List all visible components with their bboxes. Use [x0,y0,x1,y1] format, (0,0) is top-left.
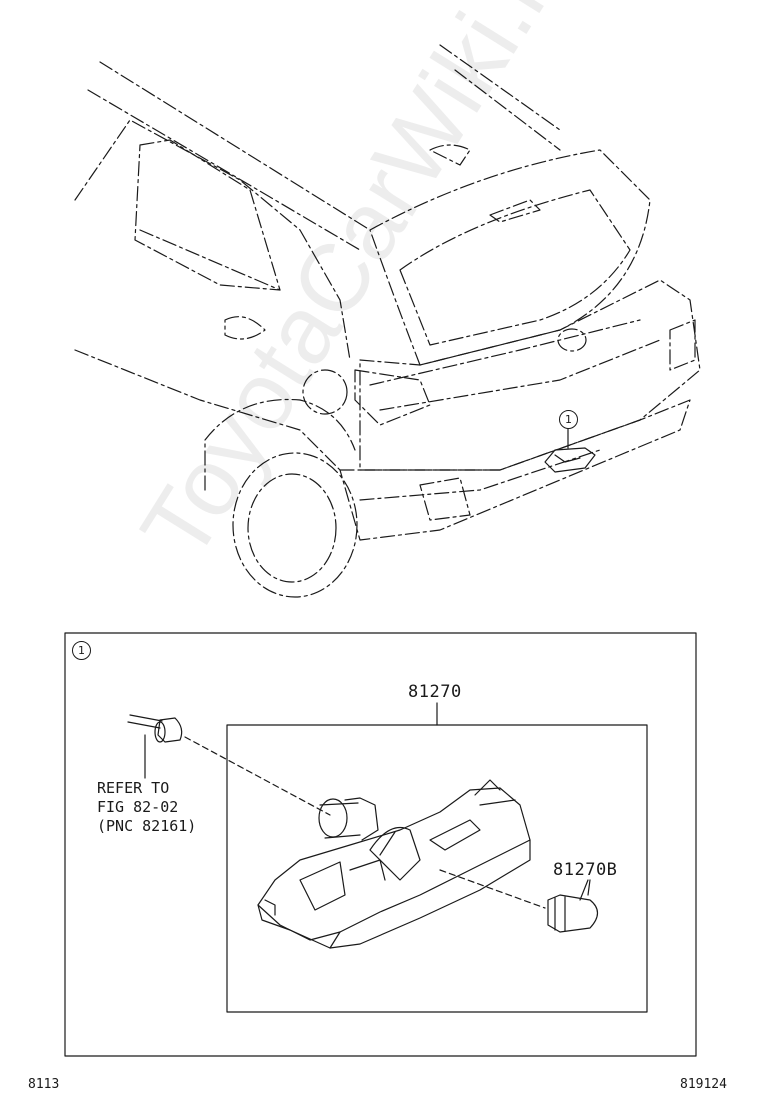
bulb-leader [587,879,591,896]
callout-marker-vehicle: 1 [559,410,578,429]
connector-plug [127,714,183,743]
detail-frame [64,632,697,1057]
footer-right-code: 819124 [680,1077,727,1092]
footer-left-code: 8113 [28,1077,60,1092]
part-number-assembly: 81270 [408,682,462,702]
vehicle-outline [74,44,701,598]
reference-line-3: (PNC 82161) [97,817,197,835]
reference-line-2: FIG 82-02 [97,798,179,816]
callout-marker-detail: 1 [72,641,91,660]
part-number-bulb: 81270B [553,860,618,880]
lamp-assembly [257,779,531,949]
reference-line-1: REFER TO [97,779,170,797]
bulb-illustration [439,869,599,933]
connection-dash [184,736,331,816]
license-lamp-on-vehicle [544,427,596,473]
